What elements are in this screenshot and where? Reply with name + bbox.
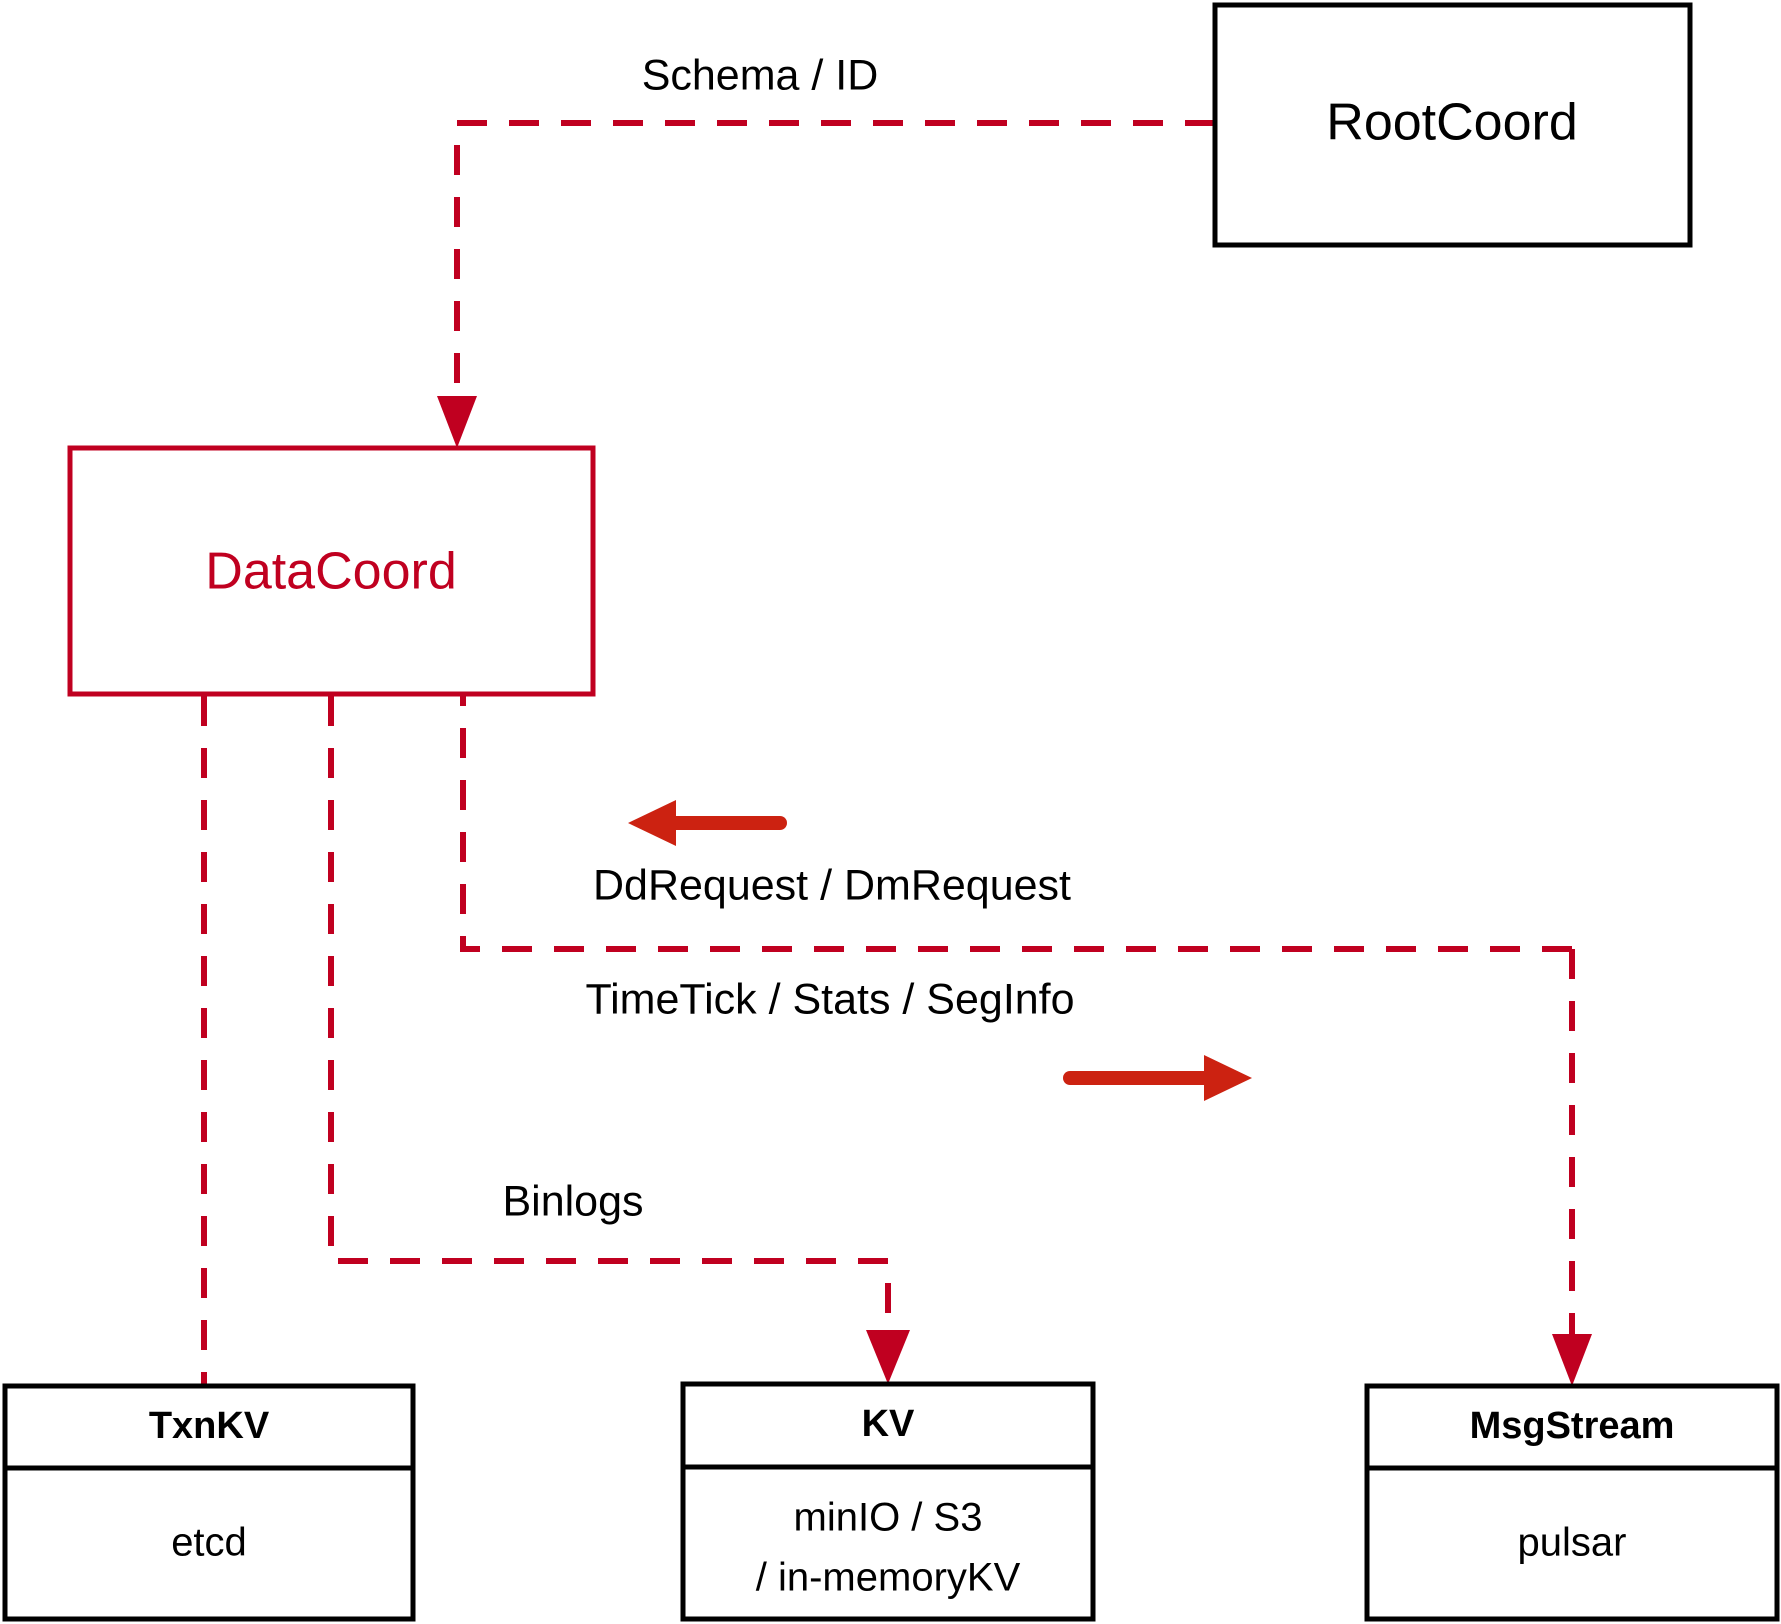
- edge-binlogs: [328, 696, 910, 1384]
- node-datacoord[interactable]: DataCoord: [67, 445, 596, 697]
- edge-label-timetick-stats-seginfo: TimeTick / Stats / SegInfo: [585, 975, 1074, 1023]
- node-txnkv[interactable]: TxnKV etcd: [2, 1383, 416, 1622]
- edge-binlogs-arrowhead: [866, 1330, 910, 1384]
- node-msgstream[interactable]: MsgStream pulsar: [1364, 1383, 1780, 1622]
- node-kv-sub-line-2: / in-memoryKV: [756, 1556, 1021, 1600]
- node-txnkv-header: TxnKV: [149, 1405, 270, 1447]
- node-kv-sub-line-1: minIO / S3: [794, 1496, 983, 1540]
- node-rootcoord-box[interactable]: [1212, 2, 1693, 248]
- edge-datacoord-msgstream-arrowhead: [1552, 1334, 1592, 1386]
- node-txnkv-box[interactable]: [2, 1383, 416, 1622]
- node-kv-box[interactable]: [680, 1381, 1096, 1622]
- edge-msgstream-datacoord-line: [460, 678, 1572, 952]
- edge-binlogs-line: [328, 696, 891, 1348]
- node-kv[interactable]: KV minIO / S3 / in-memoryKV: [680, 1381, 1096, 1622]
- node-txnkv-sub-line-1: etcd: [171, 1521, 247, 1565]
- edge-label-schema-id: Schema / ID: [642, 51, 879, 99]
- node-rootcoord-label: RootCoord: [1326, 94, 1577, 152]
- direction-marker-right-arrow-head: [1204, 1055, 1252, 1101]
- node-msgstream-sub-line-1: pulsar: [1518, 1521, 1627, 1565]
- node-rootcoord[interactable]: RootCoord: [1212, 2, 1693, 248]
- node-kv-header: KV: [862, 1403, 915, 1445]
- edge-label-ddrequest-dmrequest: DdRequest / DmRequest: [593, 861, 1071, 909]
- direction-marker-right-arrow: [1063, 1055, 1252, 1101]
- node-datacoord-box[interactable]: [67, 445, 596, 697]
- edge-schema-id-line: [454, 120, 1215, 410]
- node-msgstream-box[interactable]: [1364, 1383, 1780, 1622]
- node-msgstream-header: MsgStream: [1470, 1405, 1675, 1447]
- edge-schema-id-arrowhead: [437, 396, 477, 448]
- edge-label-binlogs: Binlogs: [502, 1177, 643, 1225]
- direction-marker-left-arrow-head: [628, 800, 676, 846]
- edge-schema-id: [437, 120, 1215, 448]
- direction-marker-left-arrow: [628, 800, 787, 846]
- node-datacoord-label: DataCoord: [205, 543, 456, 601]
